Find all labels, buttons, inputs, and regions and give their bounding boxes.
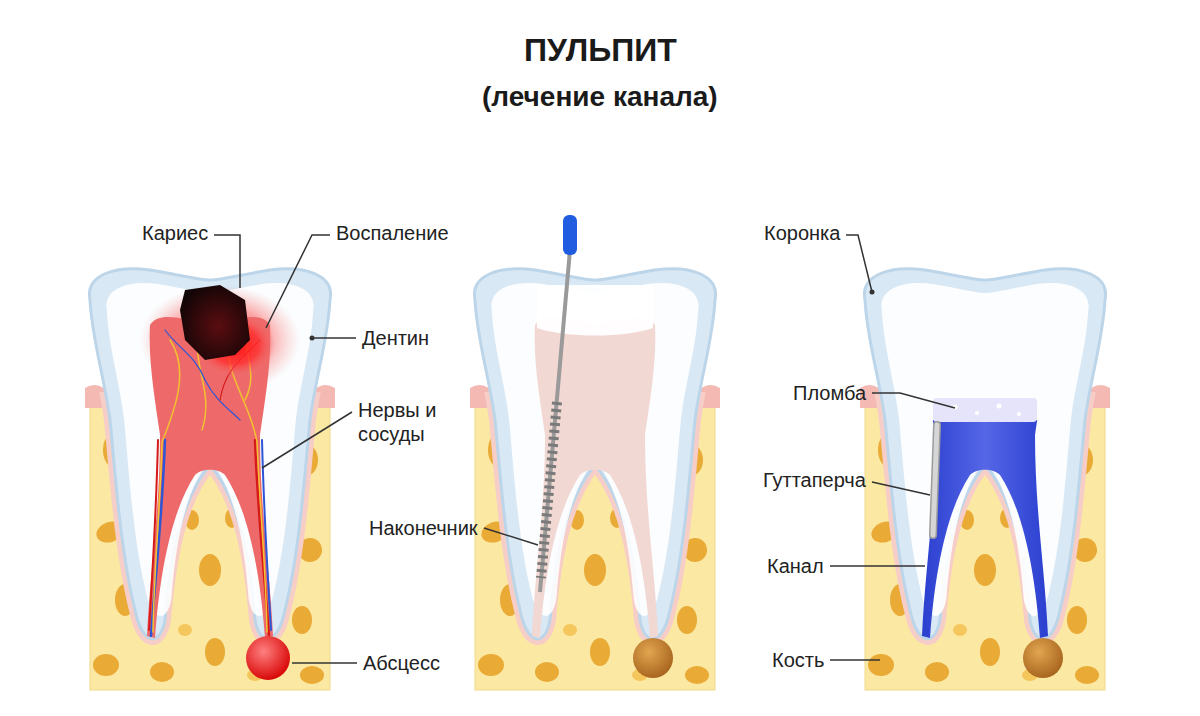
illustration-rect: [933, 398, 1037, 422]
leader-lines: [214, 235, 955, 663]
endodontic-file: [540, 215, 577, 592]
inflamed-tooth: [85, 269, 335, 690]
illustration-circle: [975, 411, 979, 415]
part-label: Пломба: [793, 381, 866, 405]
part-label: Абсцесс: [363, 651, 440, 675]
illustration-use: [474, 269, 715, 639]
gutta-percha-rod: [933, 425, 937, 535]
illustration-path: [153, 340, 180, 632]
illustration-polyline: [214, 235, 240, 288]
illustration-line: [541, 402, 557, 578]
part-label: Кость: [772, 648, 824, 672]
illustration-use: [860, 269, 1110, 690]
part-label: Кариес: [142, 221, 208, 245]
illustration-circle: [633, 638, 673, 678]
illustration-path: [537, 285, 653, 336]
illustration-polyline: [830, 659, 880, 661]
illustration-circle: [246, 636, 290, 680]
illustration-rect: [563, 215, 577, 255]
illustration-circle: [1017, 412, 1021, 416]
illustration-polyline: [262, 412, 352, 468]
illustration-polyline: [266, 235, 330, 328]
illustration-polyline: [830, 565, 925, 567]
illustration-use: [470, 269, 720, 690]
illustration-circle: [310, 336, 315, 341]
illustration-g: [953, 404, 1022, 417]
illustration-polyline: [872, 393, 955, 408]
filled-tooth: [860, 269, 1110, 690]
illustration-use: [89, 269, 330, 639]
diagram-subtitle: (лечение канала): [482, 80, 718, 114]
illustration-polyline: [872, 482, 930, 495]
illustration-use: [922, 420, 1048, 638]
diagram-title: ПУЛЬПИТ: [524, 31, 677, 69]
illustration-use: [85, 269, 335, 690]
part-label: Воспаление: [336, 221, 449, 245]
illustration-circle: [1023, 638, 1063, 678]
part-label: Дентин: [362, 326, 429, 350]
illustration-circle: [997, 404, 1002, 409]
illustration-polyline: [484, 528, 538, 545]
illustration-polyline: [846, 235, 872, 292]
part-label: Коронка: [764, 221, 840, 245]
illustration-path: [228, 332, 267, 632]
illustration-polyline: [312, 337, 356, 339]
illustration-circle: [870, 290, 875, 295]
illustration-polyline: [292, 662, 357, 664]
part-label: Гуттаперча: [763, 468, 866, 492]
illustration-use: [864, 269, 1105, 639]
part-label: Нервы и сосуды: [358, 398, 458, 446]
gutta-percha-rod: [933, 425, 937, 535]
illustration-g: [149, 330, 271, 636]
part-label: Наконечник: [369, 516, 478, 540]
treated-tooth: [470, 269, 720, 690]
illustration-path: [180, 285, 250, 360]
part-label: Канал: [767, 554, 824, 578]
illustration-line: [540, 250, 570, 592]
